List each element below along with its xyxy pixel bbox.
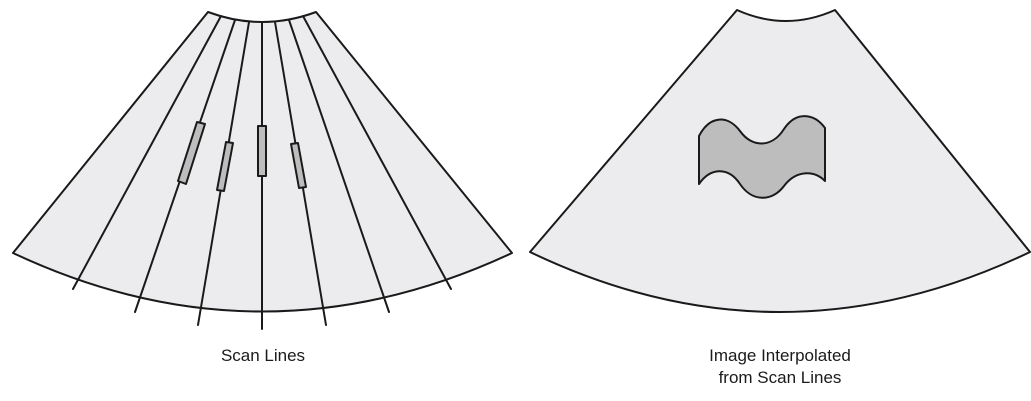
interpolated-panel	[530, 10, 1030, 312]
sample-segment	[258, 126, 266, 176]
caption-scan-lines: Scan Lines	[163, 345, 363, 367]
caption-interpolated: Image Interpolated from Scan Lines	[660, 345, 900, 389]
caption-interpolated-line2: from Scan Lines	[660, 367, 900, 389]
caption-interpolated-line1: Image Interpolated	[660, 345, 900, 367]
scan-lines-panel	[13, 12, 512, 329]
